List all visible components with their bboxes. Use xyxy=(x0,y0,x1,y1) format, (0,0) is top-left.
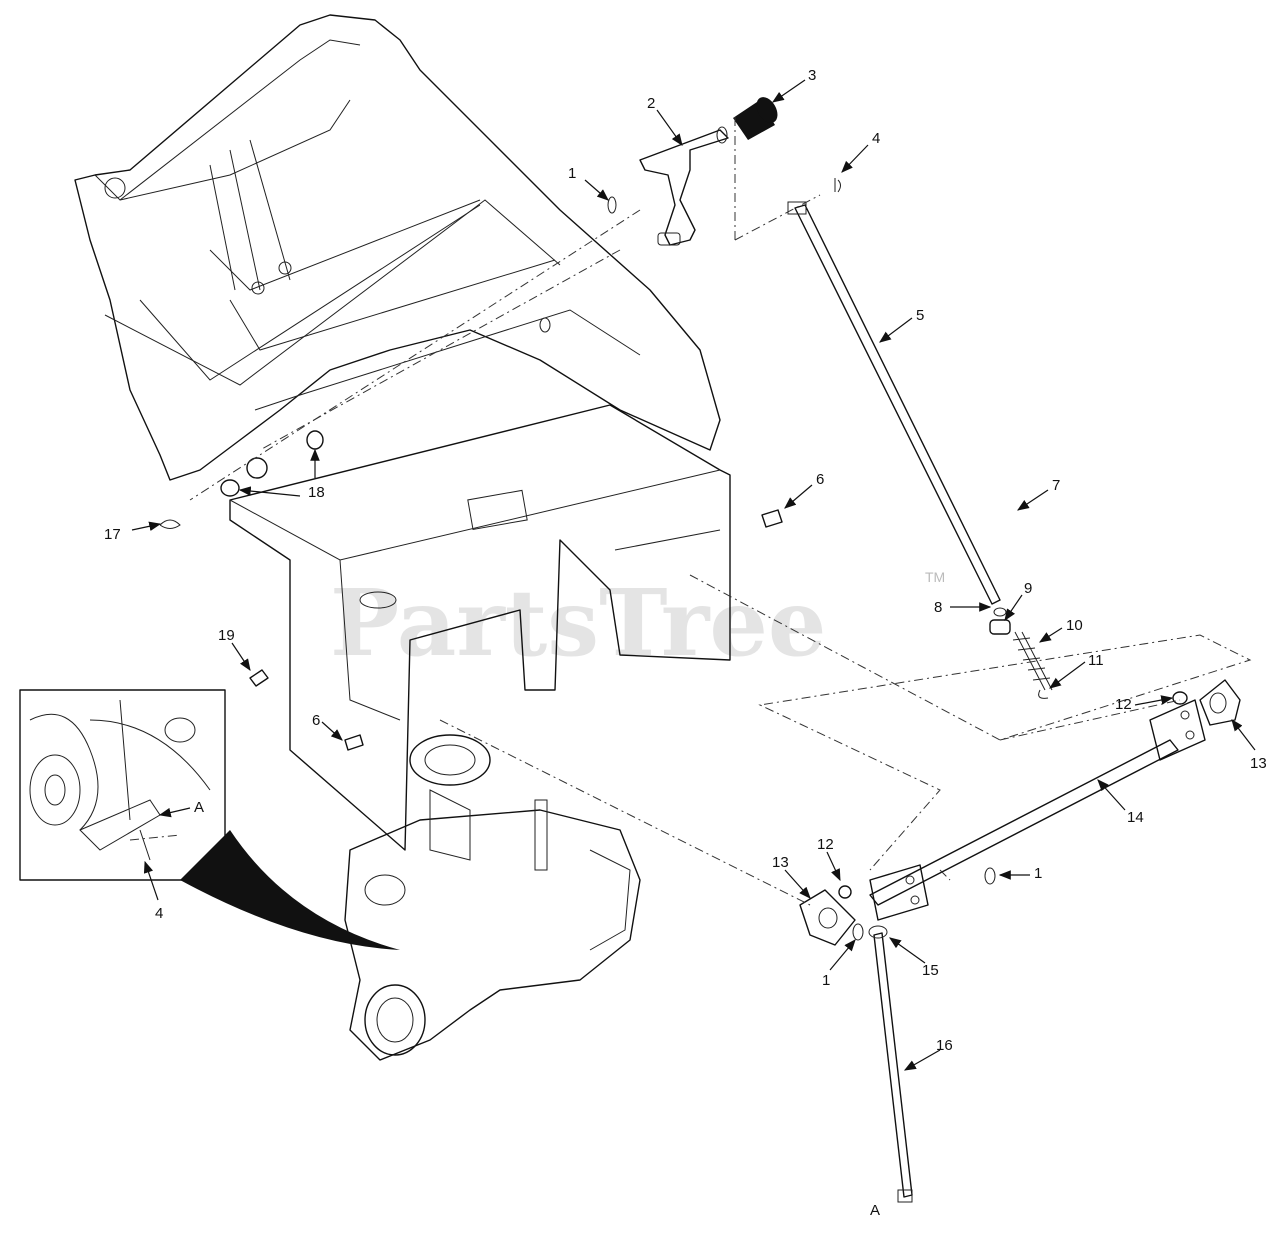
watermark-text: PartsTree xyxy=(330,569,826,677)
callout-4-inset: 4 xyxy=(155,905,163,922)
callout-4-top: 4 xyxy=(872,130,880,147)
flange-bushing-left xyxy=(799,889,856,946)
callout-1-bottom: 1 xyxy=(822,972,830,989)
shift-knob xyxy=(733,97,778,140)
callout-17: 17 xyxy=(104,526,121,543)
transmission xyxy=(344,734,641,1061)
cross-shaft xyxy=(869,699,1206,921)
callout-14: 14 xyxy=(1127,809,1144,826)
callout-18: 18 xyxy=(308,484,325,501)
leaders xyxy=(131,79,1256,1071)
callout-6-right: 6 xyxy=(816,471,824,488)
callout-1-right: 1 xyxy=(1034,865,1042,882)
lower-rod xyxy=(868,925,913,1203)
callout-15: 15 xyxy=(922,962,939,979)
callout-1-top: 1 xyxy=(568,165,576,182)
floor-pan xyxy=(229,404,731,851)
callout-8: 8 xyxy=(934,599,942,616)
assembly-guides xyxy=(129,115,1252,906)
callout-2: 2 xyxy=(647,95,655,112)
callouts: 1 2 3 4 5 6 7 8 9 10 11 12 13 14 1 13 12… xyxy=(104,67,1267,1219)
callout-6-left: 6 xyxy=(312,712,320,729)
callout-13-left: 13 xyxy=(772,854,789,871)
watermark-trademark: TM xyxy=(925,569,945,585)
callout-7: 7 xyxy=(1052,477,1060,494)
callout-9: 9 xyxy=(1024,580,1032,597)
ref-a-inset: A xyxy=(194,799,204,816)
hardware xyxy=(159,178,1188,941)
flange-bushing-right xyxy=(1199,679,1241,726)
callout-10: 10 xyxy=(1066,617,1083,634)
callout-11: 11 xyxy=(1088,652,1104,669)
callout-16: 16 xyxy=(936,1037,953,1054)
spring-assembly xyxy=(989,619,1053,699)
callout-12-right: 12 xyxy=(1115,696,1132,713)
callout-3: 3 xyxy=(808,67,816,84)
frame-assembly xyxy=(74,14,721,481)
callout-12-left: 12 xyxy=(817,836,834,853)
inset-detail xyxy=(19,689,226,881)
shift-lever xyxy=(639,126,729,246)
callout-19: 19 xyxy=(218,627,235,644)
inset-pointer xyxy=(180,830,400,950)
callout-5: 5 xyxy=(916,307,924,324)
callout-13-right: 13 xyxy=(1250,755,1267,772)
ref-a-bottom: A xyxy=(870,1202,880,1219)
shift-rod xyxy=(787,201,1001,605)
